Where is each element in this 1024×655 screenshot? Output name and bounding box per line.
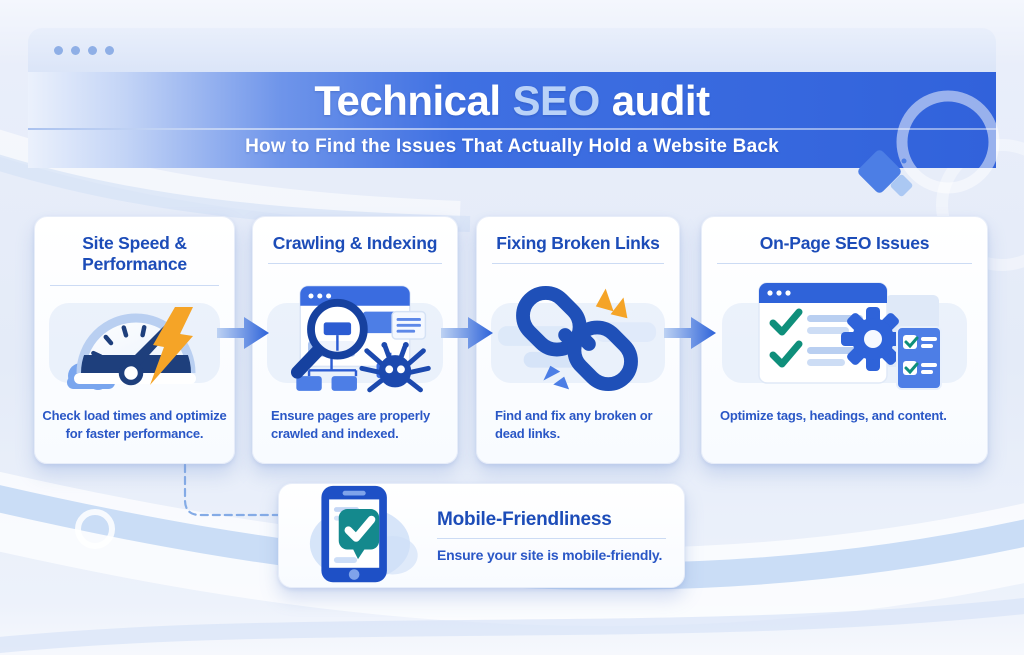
title-highlight: SEO [512, 77, 601, 124]
card-description: Optimize tags, headings, and content. [720, 408, 947, 423]
checklist-row [769, 340, 857, 368]
card-description: Ensure your site is mobile-friendly. [437, 546, 663, 563]
mobile-card-text: Mobile-Friendliness Ensure your site is … [437, 509, 684, 563]
card-divider [50, 284, 219, 286]
card-divider [437, 537, 666, 539]
dashed-connector [183, 463, 282, 517]
page-subtitle: How to Find the Issues That Actually Hol… [245, 136, 779, 157]
card-title: Site Speed & Performance [82, 233, 187, 275]
checklist-row [769, 308, 863, 336]
card-onpage-seo: On-Page SEO Issues [701, 216, 988, 464]
banner-divider [28, 128, 996, 130]
card-mobile-friendliness: Mobile-Friendliness Ensure your site is … [278, 483, 685, 588]
sitemap-nodes [307, 356, 358, 377]
chain-link-right [567, 320, 638, 392]
card-title: Crawling & Indexing [272, 233, 438, 253]
card-site-speed: Site Speed & Performance [34, 216, 235, 464]
gear-icon [840, 307, 905, 371]
card-title: Mobile-Friendliness [437, 508, 612, 530]
card-divider [492, 263, 664, 265]
window-dot-icon [71, 45, 80, 55]
phone-check-icon [279, 483, 437, 588]
card-divider [717, 263, 972, 265]
lightning-icon [149, 307, 193, 385]
card-description: Ensure pages are properly crawled and in… [271, 408, 431, 442]
page-title: Technical SEO audit [28, 77, 996, 125]
flow-arrow-icon [441, 317, 493, 349]
card-broken-links: Fixing Broken Links [476, 216, 680, 464]
card-title: Fixing Broken Links [496, 233, 660, 253]
checklist-gear-icon [702, 265, 987, 415]
window-dot-icon [54, 45, 63, 55]
document-icon [391, 310, 427, 340]
title-pre: Technical [314, 77, 501, 124]
title-post: audit [611, 77, 710, 124]
browser-chrome-bar [28, 28, 996, 72]
card-description: Check load times and optimize for faster… [42, 408, 227, 442]
magnifier-icon [290, 298, 368, 379]
window-dot-icon [105, 45, 114, 55]
header-banner: Technical SEO audit How to Find the Issu… [28, 72, 996, 168]
card-title: On-Page SEO Issues [759, 233, 930, 253]
checklist-panel-icon [895, 326, 942, 390]
card-crawling-indexing: Crawling & Indexing [252, 216, 458, 464]
spark-orange [595, 288, 628, 319]
card-divider [268, 263, 442, 265]
broken-chain-icon [477, 265, 679, 415]
card-description: Find and fix any broken or dead links. [495, 408, 653, 442]
window-dot-icon [88, 45, 97, 55]
spark-blue [543, 365, 570, 390]
flow-arrow-icon [664, 317, 716, 349]
speedometer-lightning-icon [35, 265, 234, 415]
browser-magnifier-spider-icon [253, 265, 457, 415]
flow-arrow-icon [217, 317, 269, 349]
diamond-small-icon [890, 174, 913, 197]
robot-spider-icon [359, 341, 431, 393]
